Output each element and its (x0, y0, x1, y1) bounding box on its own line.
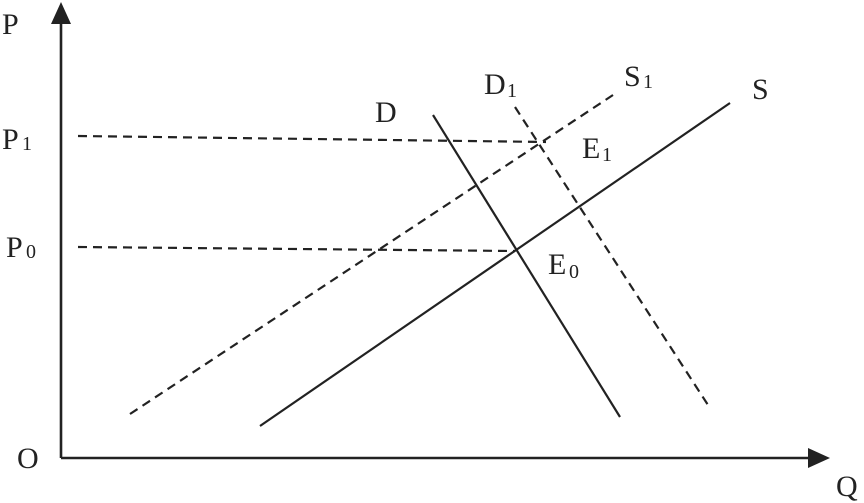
p1-guide-line (77, 134, 547, 144)
p0-guide-line (77, 245, 516, 253)
supply-shifted-label: S (624, 60, 641, 93)
equilibrium-e0-label-group: E 0 (548, 248, 579, 283)
supply-shifted-curve (129, 94, 614, 415)
demand-shifted-label-group: D 1 (484, 68, 517, 102)
y-axis-arrow-icon (51, 2, 71, 24)
equilibrium-e1-label-group: E 1 (582, 132, 612, 166)
demand-shifted-label: D (484, 68, 506, 101)
price-label-p0: P 0 (6, 231, 36, 264)
origin-label: O (17, 442, 39, 475)
supply-label: S (752, 73, 769, 106)
demand-shifted-subscript: 1 (507, 80, 517, 102)
x-axis-label: Q (836, 470, 858, 503)
supply-shifted-subscript: 1 (643, 71, 653, 93)
axes (51, 2, 830, 468)
p1-subscript: 1 (22, 133, 32, 155)
e0-subscript: 0 (569, 261, 579, 283)
y-axis-label: P (2, 8, 19, 41)
p0-label: P (6, 231, 23, 264)
p0-subscript: 0 (26, 241, 36, 263)
e1-subscript: 1 (602, 144, 612, 166)
demand-label: D (375, 96, 397, 129)
e1-label: E (582, 132, 600, 165)
x-axis-arrow-icon (808, 448, 830, 468)
supply-curve (259, 102, 731, 427)
demand-curve (432, 114, 621, 418)
price-label-p1: P 1 (2, 123, 32, 156)
p1-label: P (2, 123, 19, 156)
e0-label: E (548, 248, 566, 281)
supply-shifted-label-group: S 1 (624, 60, 653, 93)
